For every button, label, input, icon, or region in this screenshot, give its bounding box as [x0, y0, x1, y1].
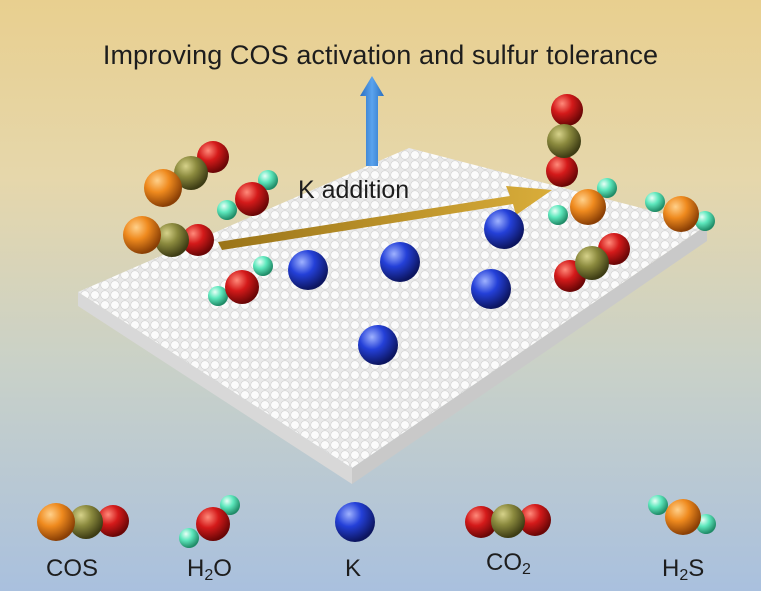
diagram-title: Improving COS activation and sulfur tole…	[102, 40, 659, 70]
catalyst-surface	[78, 148, 707, 484]
legend-h2o-label: H2O	[187, 555, 232, 584]
k-atom	[380, 242, 420, 282]
k-atom	[471, 269, 511, 309]
k-atom	[358, 325, 398, 365]
k-atom	[288, 250, 328, 290]
legend-h2s-label: H2S	[662, 555, 705, 584]
h2o-molecule	[208, 256, 273, 306]
legend-k-label: K	[345, 555, 362, 582]
h2s-molecule	[645, 192, 715, 232]
legend-cos-glyph	[37, 503, 129, 541]
legend-k-glyph	[335, 502, 375, 542]
legend-cos-label: COS	[46, 555, 99, 582]
cos-molecule	[144, 141, 229, 207]
h2o-molecule	[217, 170, 278, 220]
co2-molecule	[546, 94, 583, 187]
cos-molecule	[123, 216, 214, 257]
improvement-arrow	[360, 76, 384, 166]
legend-co2-glyph	[465, 504, 551, 538]
k-addition-label: K addition	[298, 176, 410, 204]
legend-co2-label: CO2	[486, 549, 531, 578]
k-addition-arrow	[218, 186, 552, 250]
h2s-molecule	[548, 178, 617, 225]
legend-h2s-glyph	[648, 495, 716, 535]
legend-h2o-glyph	[179, 495, 240, 548]
co2-molecule	[554, 233, 630, 292]
k-atom	[484, 209, 524, 249]
